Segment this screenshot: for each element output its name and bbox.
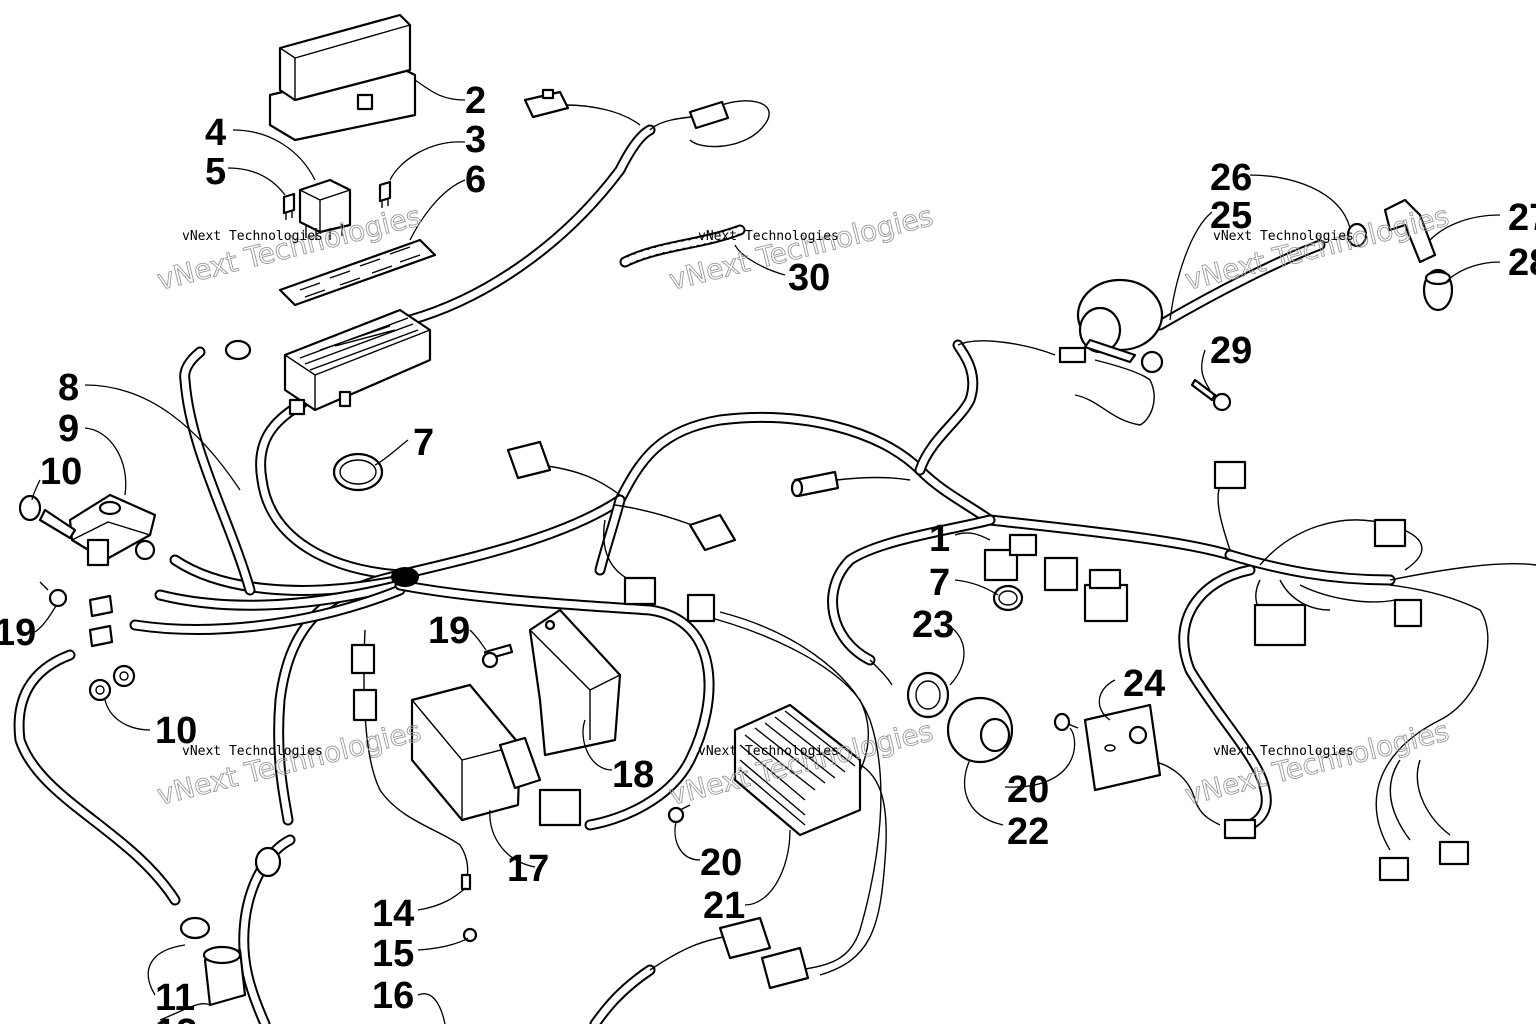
relay-part-4 xyxy=(298,178,352,240)
convoluted-tube-part-30 xyxy=(619,224,746,268)
callout-23: 23 xyxy=(912,604,954,646)
callout-15: 15 xyxy=(372,933,414,975)
callout-20b: 20 xyxy=(700,842,742,884)
callout-1: 1 xyxy=(929,518,950,560)
bolt-part-19a xyxy=(39,581,68,608)
screw-part-20a xyxy=(1053,712,1079,732)
connector-top-right xyxy=(688,100,730,130)
callout-16: 16 xyxy=(372,975,414,1017)
cdi-module-part-17 xyxy=(410,683,582,827)
callout-19b: 19 xyxy=(428,610,470,652)
cap-part-28 xyxy=(1422,268,1454,312)
connector-center-2 xyxy=(688,513,737,552)
fuse-part-3 xyxy=(378,180,392,208)
callout-22: 22 xyxy=(1007,811,1049,853)
callout-4: 4 xyxy=(205,112,226,154)
watermark-small-4: vNext Technologies xyxy=(182,744,323,759)
callout-6: 6 xyxy=(465,159,486,201)
fuse-relay-block xyxy=(283,308,432,416)
voltage-regulator-part-21 xyxy=(733,703,862,837)
callout-30: 30 xyxy=(788,257,830,299)
main-harness xyxy=(13,124,1396,1024)
callout-10b: 10 xyxy=(155,710,197,752)
watermark-small-2: vNext Technologies xyxy=(698,229,839,244)
watermark-large-1: vNext Technologies xyxy=(154,199,425,296)
callout-14: 14 xyxy=(372,893,414,935)
nuts-part-10b xyxy=(88,664,136,702)
circuit-board-part-6 xyxy=(278,238,437,307)
callout-2: 2 xyxy=(465,80,486,122)
connector-group-part-1 xyxy=(983,533,1129,623)
spark-plug-boot-part-27 xyxy=(1383,198,1437,264)
boot-part-11 xyxy=(202,945,247,1007)
callout-20a: 20 xyxy=(1007,769,1049,811)
callout-24: 24 xyxy=(1123,663,1165,705)
callout-18: 18 xyxy=(612,754,654,796)
callout-8: 8 xyxy=(58,367,79,409)
connector-center-4 xyxy=(350,643,378,722)
callout-10a: 10 xyxy=(40,451,82,493)
callout-12: 12 xyxy=(155,1012,197,1024)
bracket-part-18 xyxy=(528,608,622,757)
watermark-small-6: vNext Technologies xyxy=(1213,744,1354,759)
callout-21: 21 xyxy=(703,885,745,927)
ring-terminals xyxy=(88,339,282,940)
callout-7a: 7 xyxy=(413,422,434,464)
callout-28: 28 xyxy=(1508,242,1536,284)
callout-29: 29 xyxy=(1210,330,1252,372)
callout-11: 11 xyxy=(155,977,195,1019)
connector-center-3 xyxy=(623,576,716,623)
callout-labels: 2 4 3 5 6 30 26 25 27 28 29 8 9 10 7 19 … xyxy=(0,80,1536,1024)
starter-solenoid-part-9 xyxy=(38,493,157,567)
callout-7b: 7 xyxy=(929,562,950,604)
callout-9: 9 xyxy=(58,408,79,450)
fuse-box-cover-part-2 xyxy=(268,13,417,142)
connector-right-1 xyxy=(1213,460,1423,647)
eyelet-part-14 xyxy=(460,873,472,891)
watermark-small-5: vNext Technologies xyxy=(698,744,839,759)
screw-part-20b xyxy=(667,804,691,824)
washer-part-10a xyxy=(18,494,42,522)
clip-part-7a xyxy=(332,452,384,492)
callout-3: 3 xyxy=(465,119,486,161)
connector-lower-1 xyxy=(718,916,810,990)
connector-bottom-right xyxy=(1223,818,1470,882)
clip-part-7b xyxy=(992,584,1024,612)
ignition-coil-part-25 xyxy=(1058,239,1326,364)
watermark-large-6: vNext Technologies xyxy=(1182,714,1453,811)
leader-lines xyxy=(31,79,1501,1024)
grommet-part-23 xyxy=(906,671,950,719)
connector-top-left xyxy=(523,88,570,119)
sleeve-part-26 xyxy=(1346,222,1368,248)
callout-17: 17 xyxy=(507,848,549,890)
bolt-part-19b xyxy=(481,643,514,669)
socket-part-22 xyxy=(946,696,1014,764)
callout-27: 27 xyxy=(1508,197,1536,239)
watermark-small-3: vNext Technologies xyxy=(1213,229,1354,244)
thin-wires xyxy=(363,100,1536,976)
callout-19a: 19 xyxy=(0,612,36,654)
callout-25: 25 xyxy=(1210,195,1252,237)
cylinder-plug-part-1 xyxy=(790,470,840,498)
callout-26: 26 xyxy=(1210,157,1252,199)
callout-5: 5 xyxy=(205,151,226,193)
screw-part-29 xyxy=(1140,350,1232,412)
watermark-small-1: vNext Technologies xyxy=(182,229,323,244)
fuse-part-5 xyxy=(282,192,296,220)
plate-part-24 xyxy=(1083,703,1162,792)
connector-center-1 xyxy=(506,440,552,480)
